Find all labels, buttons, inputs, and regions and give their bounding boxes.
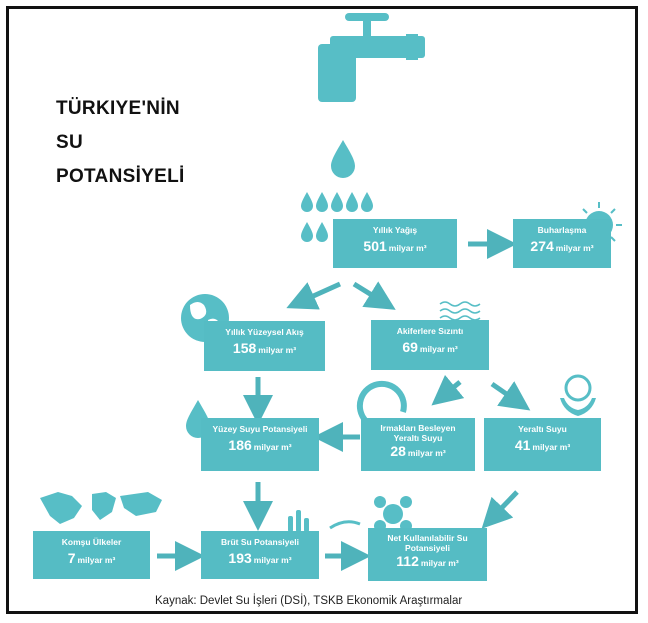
- node-value: 7: [67, 550, 76, 566]
- title-line-3: POTANSİYELİ: [56, 166, 185, 187]
- rain-drops-icon: [301, 192, 373, 242]
- node-unit: milyar m³: [407, 448, 446, 458]
- faucet-icon: [318, 13, 425, 102]
- page-title: TÜRKIYE'NİN SU POTANSİYELİ: [56, 92, 185, 194]
- node-unit: milyar m³: [77, 555, 116, 565]
- title-line-2: SU: [56, 132, 83, 153]
- circular-arrow-icon: [356, 380, 407, 422]
- node-unit: milyar m³: [253, 555, 292, 565]
- node-unit: milyar m³: [253, 442, 292, 452]
- node-label: Yeraltı Suyu: [518, 424, 567, 434]
- arrow-yagis-yuzeysel: [286, 281, 342, 310]
- node-label: Akiferlere Sızıntı: [396, 326, 464, 336]
- node-unit: milyar m³: [388, 243, 427, 253]
- node-value: 501: [363, 238, 387, 254]
- source-caption: Kaynak: Devlet Su İşleri (DSİ), TSKB Eko…: [155, 595, 463, 607]
- flow-arrows: [157, 229, 531, 571]
- infographic-frame: [6, 6, 638, 614]
- node-value: 112: [396, 553, 419, 569]
- node-value: 69: [402, 339, 418, 355]
- arrow-yagis-akifer: [352, 281, 396, 310]
- title-line-1: TÜRKIYE'NİN: [56, 98, 180, 119]
- node-unit: milyar m³: [419, 344, 458, 354]
- flower-icon: [329, 496, 412, 532]
- node-label: Yıllık Yüzeysel Akış: [225, 327, 304, 337]
- node-value: 193: [228, 550, 252, 566]
- node-value: 28: [390, 443, 406, 459]
- world-map-icon: [40, 492, 162, 524]
- node-unit: milyar m³: [258, 345, 297, 355]
- node-unit: milyar m³: [532, 442, 571, 452]
- node-label: Komşu Ülkeler: [61, 537, 122, 547]
- plant-icon: [288, 510, 309, 532]
- arrow-akifer-yeralti: [490, 381, 531, 411]
- node-value: 158: [232, 340, 257, 356]
- node-value: 186: [228, 437, 252, 453]
- node-unit: milyar m³: [420, 558, 459, 568]
- node-value: 41: [514, 437, 531, 453]
- water-drop-icon: [331, 140, 355, 178]
- hands-globe-icon: [560, 374, 596, 416]
- waves-icon: [439, 301, 481, 321]
- node-label: Brüt Su Potansiyeli: [221, 537, 299, 547]
- node-label: Buharlaşma: [537, 225, 587, 235]
- node-label: Yüzey Suyu Potansiyeli: [212, 424, 308, 434]
- arrow-yeralti-net: [481, 490, 519, 529]
- node-label: Irmakları Besleyen Yeraltı Suyu: [380, 423, 456, 443]
- node-label: Net Kullanılabilir Su Potansiyeli: [387, 533, 468, 553]
- node-label: Yıllık Yağış: [372, 225, 418, 235]
- node-unit: milyar m³: [555, 243, 594, 253]
- arrow-akifer-irmak: [431, 374, 465, 406]
- node-value: 274: [530, 238, 554, 254]
